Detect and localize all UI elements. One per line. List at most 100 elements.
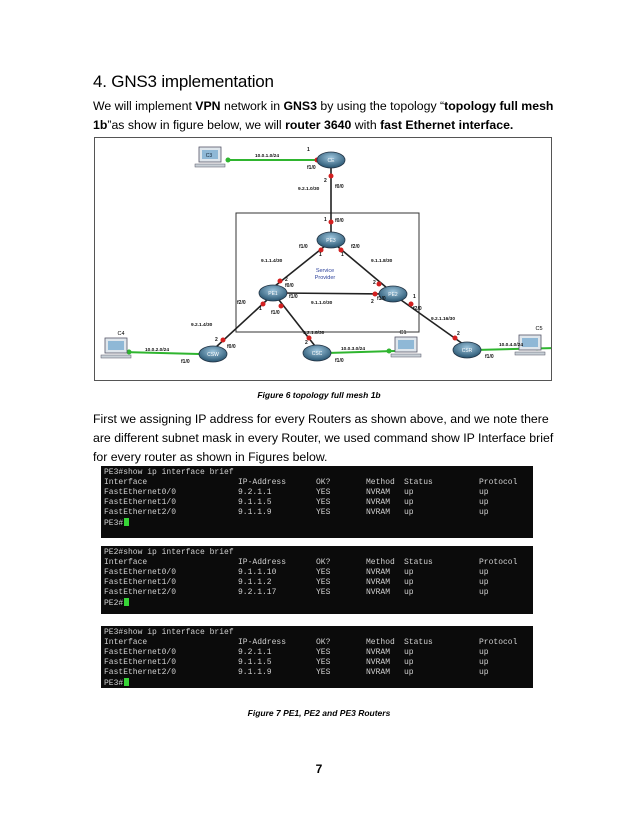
net-pe1-pe2-label: 9.1.1.0/30 xyxy=(311,300,333,306)
ip-address: 9.2.1.1 xyxy=(238,488,272,497)
ce-f00-label: f0/0 xyxy=(335,184,344,190)
csw-port-2: 2 xyxy=(215,337,218,343)
ip-address: 9.2.1.1 xyxy=(238,648,272,657)
terminal-prompt: PE3# xyxy=(104,519,124,528)
router-pe1: PE1 xyxy=(258,284,288,302)
router-ce: CE xyxy=(316,151,346,169)
host-c1-label: C1 xyxy=(399,330,406,336)
host-c5: C5 xyxy=(514,326,546,356)
intro-bold-vpn: VPN xyxy=(195,99,221,113)
pe2-port-2: 2 xyxy=(373,280,376,286)
pe1-port-2: 2 xyxy=(285,277,288,283)
pe2-port-1: 1 xyxy=(413,294,416,300)
pe3-port-1: 1 xyxy=(324,217,327,223)
terminal-cursor xyxy=(124,518,130,526)
csc-f10-label: f1/0 xyxy=(335,358,344,364)
links xyxy=(122,159,551,355)
protocol-value: up xyxy=(479,578,489,587)
ip-address: 9.2.1.17 xyxy=(238,588,277,597)
pe3-f20-label: f2/0 xyxy=(351,244,360,250)
method-value: NVRAM xyxy=(366,578,391,587)
method-value: NVRAM xyxy=(366,488,391,497)
interface-name: FastEthernet2/0 xyxy=(104,588,177,597)
interface-name: FastEthernet2/0 xyxy=(104,508,177,517)
host-c3: C3 xyxy=(194,146,226,168)
pe1-f10-label: f1/0 xyxy=(289,294,298,300)
terminal-prompt-line: PE3# xyxy=(104,678,530,688)
interface-name: FastEthernet0/0 xyxy=(104,488,177,497)
net-pe3-pe1-label: 9.1.1.4/30 xyxy=(261,258,283,264)
ce-f10-label: f1/0 xyxy=(307,165,316,171)
interface-name: FastEthernet2/0 xyxy=(104,668,177,677)
terminal-header-cell: Status xyxy=(404,638,433,647)
pe1-f00-label: f0/0 xyxy=(285,283,294,289)
interface-name: FastEthernet0/0 xyxy=(104,568,177,577)
pe2-f20-label: f2/0 xyxy=(413,306,422,312)
terminal-command: PE2#show ip interface brief xyxy=(104,548,234,557)
interface-name: FastEthernet0/0 xyxy=(104,648,177,657)
intro-text-5: with xyxy=(351,118,381,132)
method-value: NVRAM xyxy=(366,648,391,657)
pe1-f30-label: f1/0 xyxy=(271,310,280,316)
net-c1-label: 10.0.3.0/24 xyxy=(341,346,365,352)
terminal-header-cell: Interface xyxy=(104,638,148,647)
net-pe3-pe2-label: 9.1.1.8/30 xyxy=(371,258,393,264)
ok-value: YES xyxy=(316,668,331,677)
page-number: 7 xyxy=(315,762,323,776)
host-c4: C4 xyxy=(100,331,132,359)
intro-bold-router: router 3640 xyxy=(285,118,352,132)
router-csc-label: CSC xyxy=(312,351,323,357)
net-ce-pe3-label: 9.2.1.0/30 xyxy=(298,186,320,192)
net-pe2-csr-label: 9.2.1.16/30 xyxy=(431,316,455,322)
intro-paragraph: We will implement VPN network in GNS3 by… xyxy=(93,97,563,135)
status-value: up xyxy=(404,588,414,597)
figure-7-caption: Figure 7 PE1, PE2 and PE3 Routers xyxy=(247,708,391,718)
net-c3-label: 10.0.1.0/24 xyxy=(255,153,279,159)
protocol-value: up xyxy=(479,658,489,667)
host-c3-label: C3 xyxy=(206,153,213,159)
link-csr-c5 xyxy=(474,347,551,351)
status-value: up xyxy=(404,568,414,577)
ip-address: 9.1.1.10 xyxy=(238,568,277,577)
method-value: NVRAM xyxy=(366,668,391,677)
topology-figure: CE PE3 PE1 PE2 CSW CSC CSR C3 C4 C1 C5 1… xyxy=(94,137,552,381)
figure-6-caption: Figure 6 topology full mesh 1b xyxy=(257,390,381,400)
terminal-prompt: PE2# xyxy=(104,599,124,608)
method-value: NVRAM xyxy=(366,588,391,597)
interface-name: FastEthernet1/0 xyxy=(104,658,177,667)
csr-f10-label: f1/0 xyxy=(485,354,494,360)
intro-text-2: network in xyxy=(220,99,284,113)
ce-port-2: 2 xyxy=(324,178,327,184)
terminal-header-cell: OK? xyxy=(316,638,331,647)
csw-f00-label: f0/0 xyxy=(227,344,236,350)
router-pe2: PE2 xyxy=(378,285,408,303)
link-pe1-pe2 xyxy=(278,292,386,295)
terminal-prompt-line: PE2# xyxy=(104,598,530,608)
host-c5-label: C5 xyxy=(535,326,542,332)
router-csr-label: CSR xyxy=(462,348,473,354)
terminal-header-cell: Interface xyxy=(104,478,148,487)
ok-value: YES xyxy=(316,488,331,497)
ip-address: 9.1.1.5 xyxy=(238,498,272,507)
intro-text-1: We will implement xyxy=(93,99,196,113)
router-pe3-label: PE3 xyxy=(326,238,336,244)
ip-address: 9.1.1.9 xyxy=(238,668,272,677)
protocol-value: up xyxy=(479,648,489,657)
provider-label: Provider xyxy=(315,275,336,281)
status-value: up xyxy=(404,578,414,587)
terminal-header-cell: Status xyxy=(404,558,433,567)
router-pe1-label: PE1 xyxy=(268,291,278,297)
terminal-command-line: PE3#show ip interface brief xyxy=(104,468,530,478)
ok-value: YES xyxy=(316,508,331,517)
terminal-header-cell: IP-Address xyxy=(238,638,287,647)
